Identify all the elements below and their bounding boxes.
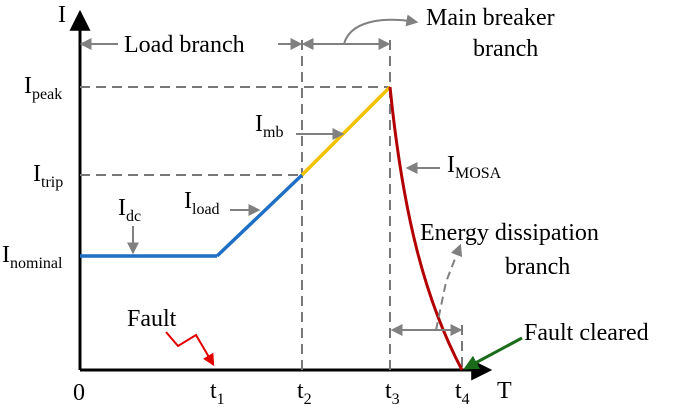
i-load-label: Iload <box>184 188 220 218</box>
load-branch-label: Load branch <box>124 32 245 58</box>
t3-label: t3 <box>385 378 400 408</box>
energy-dissipation-pointer-arrow <box>435 243 463 331</box>
mosa-current-segment <box>388 86 464 371</box>
fault-cleared-arrow <box>463 336 523 370</box>
i-nominal-label: Inominal <box>2 242 63 272</box>
i-peak-label: Ipeak <box>24 73 62 103</box>
main-breaker-pointer-arrow <box>343 14 419 45</box>
fault-label: Fault <box>127 306 177 332</box>
fault-lightning-arrow <box>165 331 215 367</box>
origin-label: 0 <box>73 380 85 406</box>
x-axis-label: T <box>497 378 512 404</box>
main-breaker-current-segment <box>300 85 392 177</box>
main-breaker-label-line2: branch <box>473 36 538 62</box>
i-dc-label: Idc <box>118 195 141 225</box>
t4-label: t4 <box>455 378 470 408</box>
fault-cleared-label: Fault cleared <box>524 320 649 346</box>
t1-label: t1 <box>210 378 225 408</box>
main-breaker-label-line1: Main breaker <box>426 5 555 31</box>
load-current-segment <box>215 173 304 258</box>
i-mb-label: Imb <box>255 111 283 141</box>
energy-dissipation-label-line1: Energy dissipation <box>420 220 599 246</box>
y-axis-label: I <box>58 2 66 28</box>
energy-dissipation-label-line2: branch <box>505 254 570 280</box>
i-trip-label: Itrip <box>33 161 63 191</box>
t2-label: t2 <box>297 378 312 408</box>
i-mosa-label: IMOSA <box>447 152 502 182</box>
